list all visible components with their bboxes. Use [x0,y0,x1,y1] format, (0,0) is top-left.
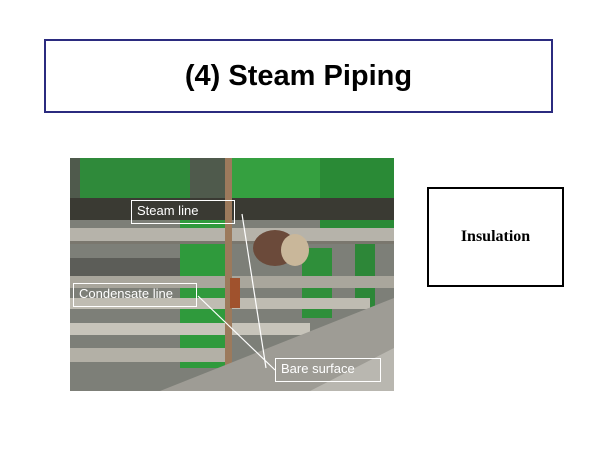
slide-title: (4) Steam Piping [184,59,413,92]
insulation-box: Insulation [427,187,564,287]
slide-title-box: (4) Steam Piping [44,39,553,113]
bare-surface-label: Bare surface [275,358,381,382]
photo-illustration [70,158,394,391]
steam-piping-photo: Steam line Condensate line Bare surface [70,158,394,391]
condensate-line-label: Condensate line [73,283,197,307]
insulation-label: Insulation [460,228,531,245]
steam-line-label: Steam line [131,200,235,224]
